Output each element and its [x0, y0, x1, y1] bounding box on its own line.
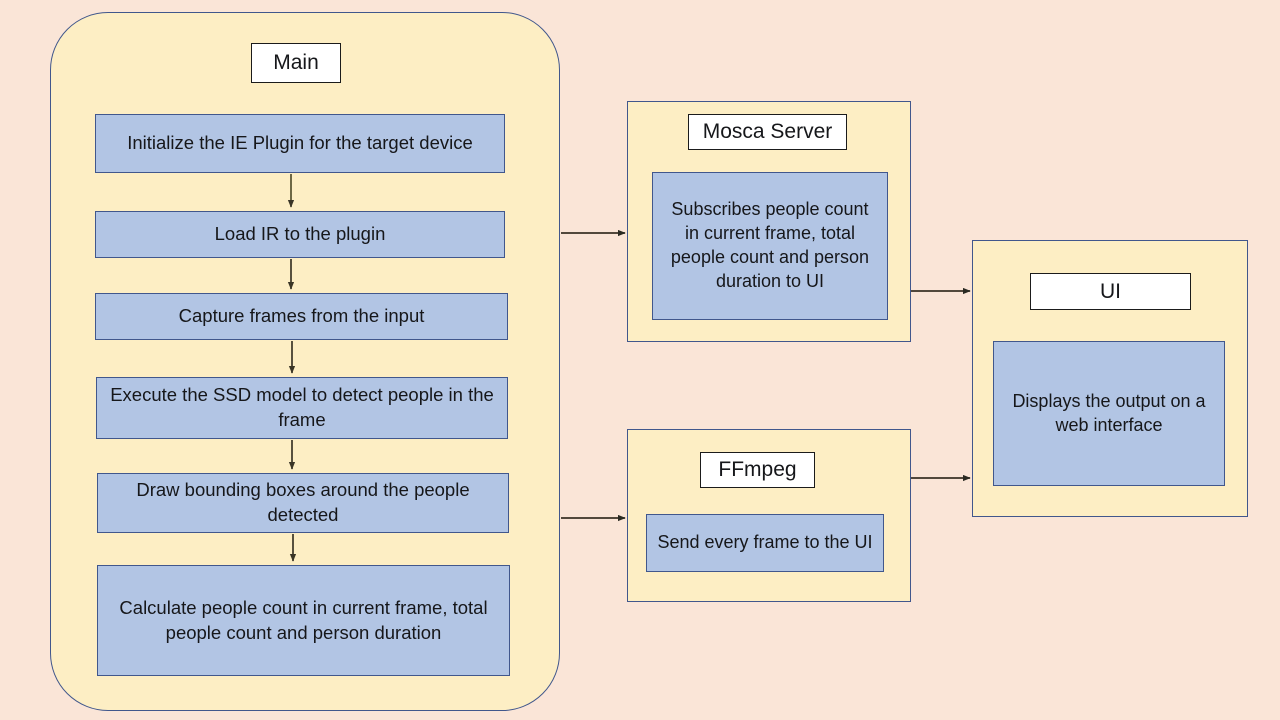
mosca-step-1[interactable]: Subscribes people count in current frame… [652, 172, 888, 320]
group-main-title: Main [251, 43, 341, 83]
main-step-1[interactable]: Initialize the IE Plugin for the target … [95, 114, 505, 173]
group-ui-title: UI [1030, 273, 1191, 310]
ui-step-1[interactable]: Displays the output on a web interface [993, 341, 1225, 486]
main-step-2[interactable]: Load IR to the plugin [95, 211, 505, 258]
main-step-6[interactable]: Calculate people count in current frame,… [97, 565, 510, 676]
group-ffmpeg-title: FFmpeg [700, 452, 815, 488]
group-mosca-server-title: Mosca Server [688, 114, 847, 150]
main-step-3[interactable]: Capture frames from the input [95, 293, 508, 340]
ffmpeg-step-1[interactable]: Send every frame to the UI [646, 514, 884, 572]
main-step-4[interactable]: Execute the SSD model to detect people i… [96, 377, 508, 439]
main-step-5[interactable]: Draw bounding boxes around the people de… [97, 473, 509, 533]
